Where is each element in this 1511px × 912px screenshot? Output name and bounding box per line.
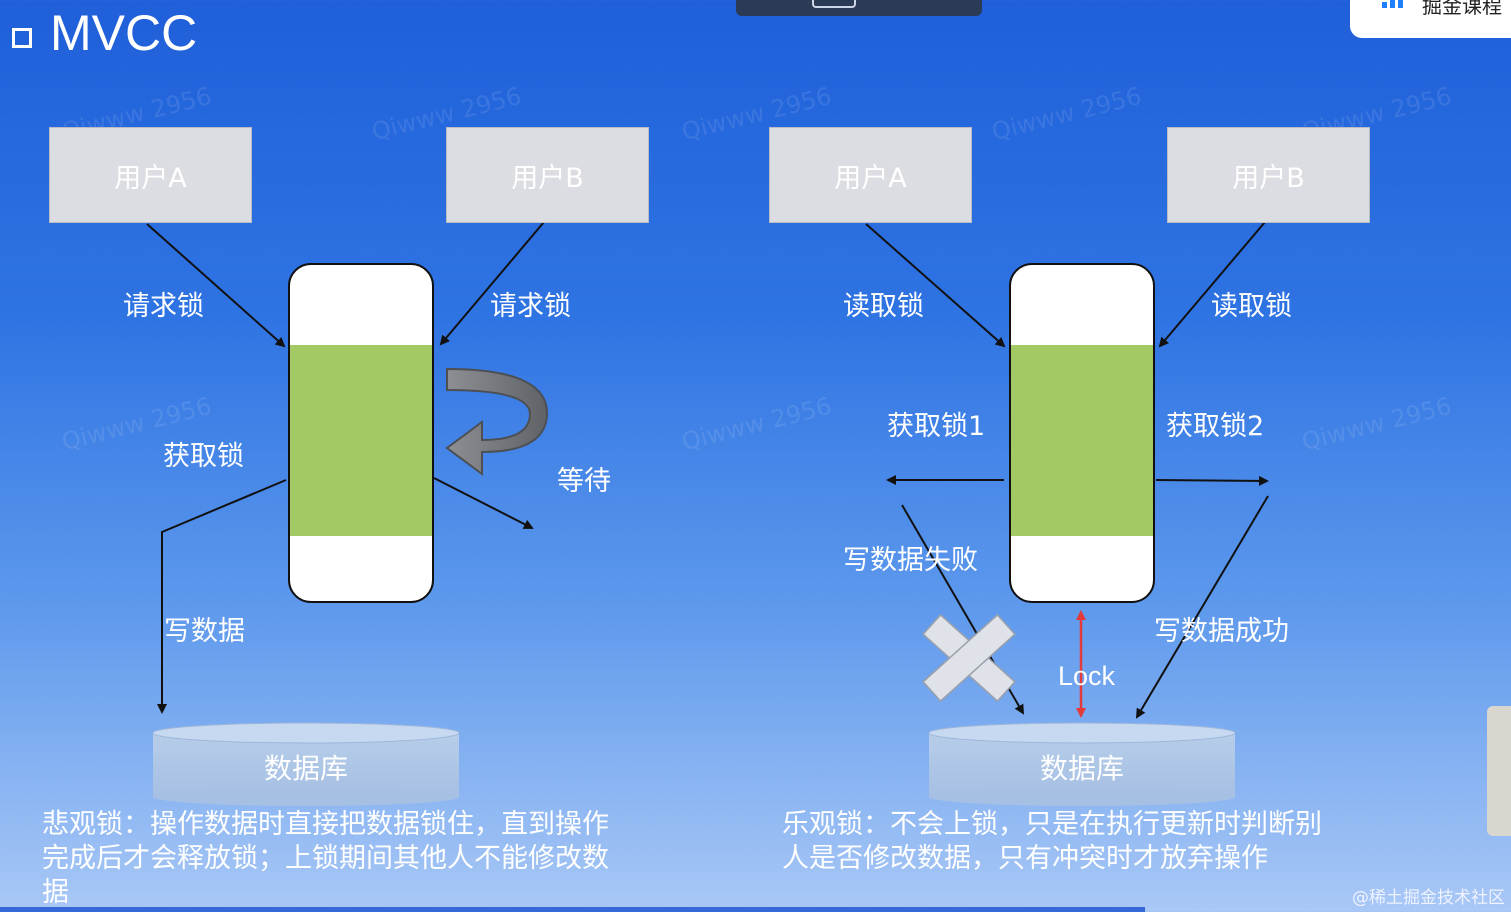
right-record-block	[1009, 263, 1155, 603]
right-write-success-label: 写数据成功	[1154, 616, 1289, 647]
right-write-success-arrow	[1135, 495, 1269, 719]
progress-bar	[0, 907, 1145, 912]
brand-logo-icon	[1382, 0, 1408, 8]
left-database-label: 数据库	[263, 752, 348, 785]
fail-x-icon	[922, 613, 1016, 703]
left-locked-area	[290, 345, 432, 536]
optimistic-lock-description: 乐观锁：不会上锁，只是在执行更新时判断别人是否修改数据，只有冲突时才放弃操作	[782, 809, 1322, 874]
left-write-data-arrow	[157, 479, 287, 714]
left-user-b-label: 用户B	[511, 162, 584, 194]
right-user-b-read-arrow	[1158, 221, 1266, 348]
minimize-icon[interactable]	[812, 0, 856, 8]
right-user-b-box: 用户B	[1167, 127, 1370, 223]
right-database	[928, 722, 1236, 806]
left-user-a-request-arrow	[146, 223, 286, 348]
left-request-lock-b-label: 请求锁	[490, 291, 571, 322]
checkbox-bullet-icon	[12, 28, 32, 48]
brand-badge: 掘金课程	[1350, 0, 1511, 38]
right-write-fail-label: 写数据失败	[843, 545, 978, 576]
right-read-lock-a-label: 读取锁	[843, 291, 924, 322]
left-user-a-label: 用户A	[114, 162, 187, 194]
right-acquire-lock-2-label: 获取锁2	[1166, 411, 1265, 442]
left-record-block	[288, 263, 434, 603]
right-database-label: 数据库	[1039, 752, 1124, 785]
side-panel-edge[interactable]	[1487, 706, 1511, 836]
right-acquire-lock-2-arrow	[1155, 475, 1269, 486]
left-write-data-label: 写数据	[164, 616, 245, 647]
right-user-a-box: 用户A	[769, 127, 972, 223]
pessimistic-lock-description: 悲观锁：操作数据时直接把数据锁住，直到操作完成后才会释放锁；上锁期间其他人不能修…	[42, 809, 609, 908]
window-control-bar[interactable]	[736, 0, 982, 16]
left-wait-out-arrow	[433, 477, 534, 529]
left-wait-label: 等待	[557, 466, 611, 497]
left-user-b-box: 用户B	[446, 127, 649, 223]
left-request-lock-a-label: 请求锁	[123, 291, 204, 322]
footer-credit: @稀土掘金技术社区	[1352, 888, 1505, 908]
slide-title: MVCC	[12, 4, 197, 62]
left-user-a-box: 用户A	[49, 127, 252, 223]
wait-loop-icon	[445, 367, 549, 476]
left-database	[152, 722, 460, 806]
lock-label: Lock	[1058, 661, 1116, 691]
left-user-b-request-arrow	[439, 221, 545, 346]
right-user-a-label: 用户A	[834, 162, 907, 194]
brand-text: 掘金课程	[1422, 0, 1502, 18]
right-acquire-lock-1-label: 获取锁1	[887, 411, 986, 442]
right-data-area	[1011, 345, 1153, 536]
right-user-a-read-arrow	[865, 223, 1006, 348]
right-read-lock-b-label: 读取锁	[1211, 291, 1292, 322]
right-user-b-label: 用户B	[1232, 162, 1305, 194]
title-text: MVCC	[50, 5, 198, 61]
left-acquire-lock-label: 获取锁	[163, 441, 244, 472]
